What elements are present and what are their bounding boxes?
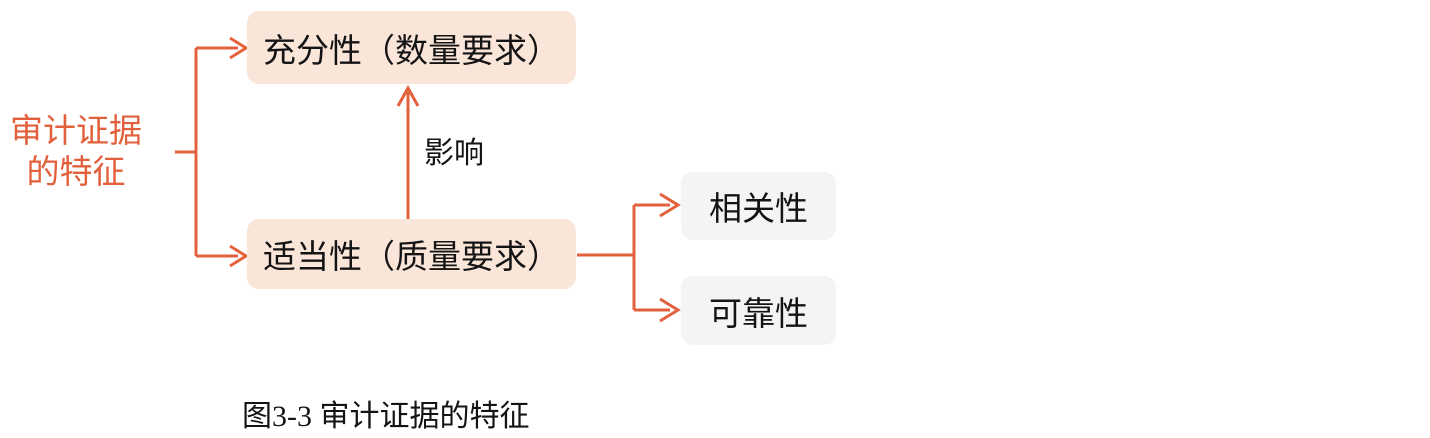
root-label-audit-evidence-characteristics: 审计证据 的特征	[10, 114, 142, 191]
arrowhead-appropriateness	[229, 244, 249, 268]
figure-caption: 图3-3 审计证据的特征	[242, 400, 530, 433]
arrowhead-sufficiency	[229, 36, 249, 60]
arrowhead-relevance	[659, 192, 681, 218]
node-reliability[interactable]: 可靠性	[681, 276, 836, 345]
node-relevance[interactable]: 相关性	[681, 172, 836, 240]
arrowhead-influence	[396, 84, 420, 107]
node-sufficiency-label: 充分性（数量要求）	[263, 33, 560, 70]
node-appropriateness[interactable]: 适当性（质量要求）	[247, 219, 576, 289]
arrowhead-reliability	[659, 297, 681, 323]
node-reliability-label: 可靠性	[709, 296, 808, 333]
node-relevance-label: 相关性	[709, 192, 808, 228]
edge-label-influence: 影响	[424, 137, 484, 170]
node-sufficiency[interactable]: 充分性（数量要求）	[247, 11, 576, 84]
node-appropriateness-label: 适当性（质量要求）	[263, 240, 560, 276]
